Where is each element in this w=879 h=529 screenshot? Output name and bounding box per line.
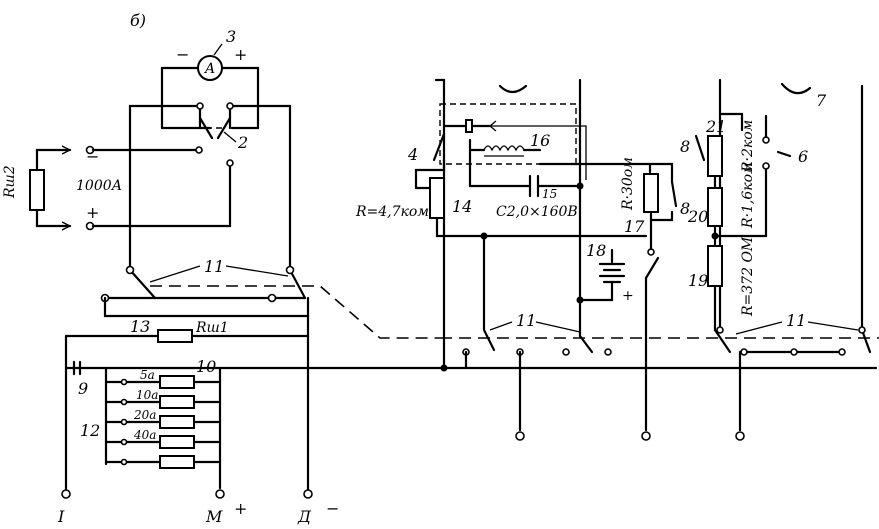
label-20: 20 bbox=[687, 207, 708, 226]
label-11-right: 11 bbox=[786, 311, 806, 330]
label-2: 2 bbox=[237, 133, 248, 152]
resistor-19 bbox=[707, 245, 723, 287]
resistor-17 bbox=[643, 173, 659, 213]
label-14: 14 bbox=[452, 197, 472, 216]
rsh1-label: Rш1 bbox=[195, 320, 229, 336]
r17-value: R·30ом bbox=[620, 157, 636, 211]
range-label: 1000А bbox=[76, 178, 122, 194]
figure-letter: б) bbox=[130, 11, 146, 30]
ammeter-minus: − bbox=[176, 45, 189, 64]
resistor-14 bbox=[429, 177, 445, 219]
battery-plus: + bbox=[622, 288, 634, 304]
ammeter: A bbox=[197, 55, 223, 81]
terminal-1-label: I bbox=[57, 507, 65, 526]
terminal-mid-1[interactable] bbox=[515, 431, 525, 441]
resistor-rsh2 bbox=[29, 169, 45, 211]
terminal-m-label: М bbox=[205, 507, 223, 526]
resistor-rsh1 bbox=[157, 329, 193, 343]
label-3: 3 bbox=[226, 27, 236, 46]
terminal-1[interactable] bbox=[61, 489, 71, 499]
shunt-10a: 10а bbox=[104, 388, 222, 409]
label-4: 4 bbox=[407, 145, 418, 164]
label-9: 9 bbox=[78, 379, 88, 398]
terminal-d-sign: − bbox=[326, 499, 339, 518]
label-17: 17 bbox=[624, 217, 645, 236]
r20-value: R·1,6ком bbox=[740, 162, 756, 229]
svg-text:20а: 20а bbox=[133, 408, 156, 422]
rsh2-label: Rш2 bbox=[2, 165, 18, 199]
terminal-m[interactable] bbox=[215, 489, 225, 499]
svg-text:40а: 40а bbox=[133, 428, 156, 442]
label-21: 21 bbox=[705, 117, 726, 136]
label-8-right: 8 bbox=[680, 137, 690, 156]
label-10: 10 bbox=[196, 357, 216, 376]
label-7: 7 bbox=[816, 91, 827, 110]
label-19: 19 bbox=[688, 271, 708, 290]
resistor-21 bbox=[707, 135, 723, 177]
shunt-40a: 40а bbox=[104, 428, 222, 449]
terminal-d-label: Д bbox=[297, 507, 312, 526]
label-15: 15 bbox=[542, 187, 557, 201]
r21-value: R·2ком bbox=[740, 120, 756, 173]
r14-value: R=4,7ком bbox=[355, 204, 429, 220]
svg-text:A: A bbox=[203, 61, 215, 77]
label-11-left: 11 bbox=[204, 257, 224, 276]
cap-value: С2,0×160В bbox=[496, 204, 578, 220]
shunt-20a: 20а bbox=[104, 408, 222, 429]
label-8-mid: 8 bbox=[680, 199, 690, 218]
terminal-mid-2[interactable] bbox=[641, 431, 651, 441]
ammeter-plus: + bbox=[234, 45, 247, 64]
label-11-mid: 11 bbox=[516, 311, 536, 330]
r19-value: R=372 ОМ bbox=[740, 236, 756, 317]
svg-text:5а: 5а bbox=[140, 368, 155, 382]
terminal-right[interactable] bbox=[735, 431, 745, 441]
shunt-5a: 5а bbox=[104, 368, 222, 389]
svg-text:10а: 10а bbox=[136, 388, 158, 402]
label-6: 6 bbox=[798, 147, 808, 166]
terminal-d[interactable] bbox=[303, 489, 313, 499]
label-16: 16 bbox=[530, 131, 550, 150]
label-13: 13 bbox=[130, 317, 150, 336]
terminal-m-sign: + bbox=[234, 499, 247, 518]
label-12: 12 bbox=[80, 421, 100, 440]
shunt-plus: + bbox=[86, 203, 99, 222]
label-18: 18 bbox=[586, 241, 606, 260]
resistor-20 bbox=[707, 187, 723, 227]
